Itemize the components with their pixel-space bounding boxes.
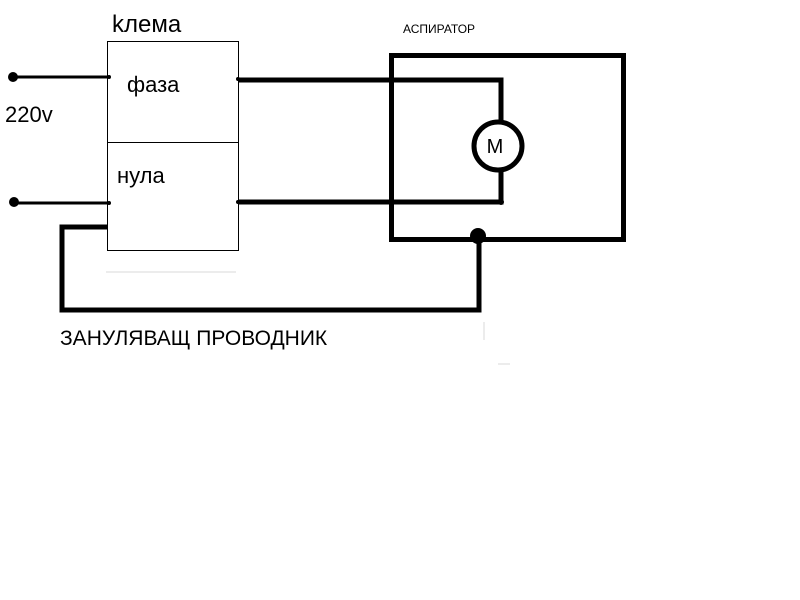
supply-wires: 220v [5, 72, 111, 207]
ground-wire-label: ЗАНУЛЯВАЩ ПРОВОДНИК [60, 327, 328, 350]
terminal-neutral-cell [107, 142, 239, 251]
terminal-block-title: kлема [112, 11, 182, 38]
aspirator: АСПИРАТОР M [389, 22, 626, 242]
motor-symbol [471, 119, 525, 173]
neutral-motor-joint [498, 199, 504, 205]
motor-label: M [487, 136, 504, 158]
scan-artifacts [106, 271, 510, 365]
supply-neutral-joint [107, 201, 111, 205]
terminal-neutral-label: нула [117, 163, 166, 188]
supply-phase-joint [107, 75, 111, 79]
aspirator-title: АСПИРАТОР [403, 22, 475, 36]
motor-wires [236, 77, 504, 205]
terminal-phase-label: фаза [127, 72, 180, 97]
aspirator-enclosure [389, 53, 626, 242]
supply-voltage-label: 220v [5, 102, 53, 127]
ground-conductor: ЗАНУЛЯВАЩ ПРОВОДНИК [59, 224, 486, 350]
neutral-wire-to-motor [238, 170, 504, 205]
phase-wire-to-motor [238, 77, 504, 121]
artifact-mark [483, 322, 510, 365]
terminal-block: kлема фаза нула [107, 11, 239, 251]
ground-connection-point [470, 228, 486, 244]
ground-wire [59, 224, 482, 313]
